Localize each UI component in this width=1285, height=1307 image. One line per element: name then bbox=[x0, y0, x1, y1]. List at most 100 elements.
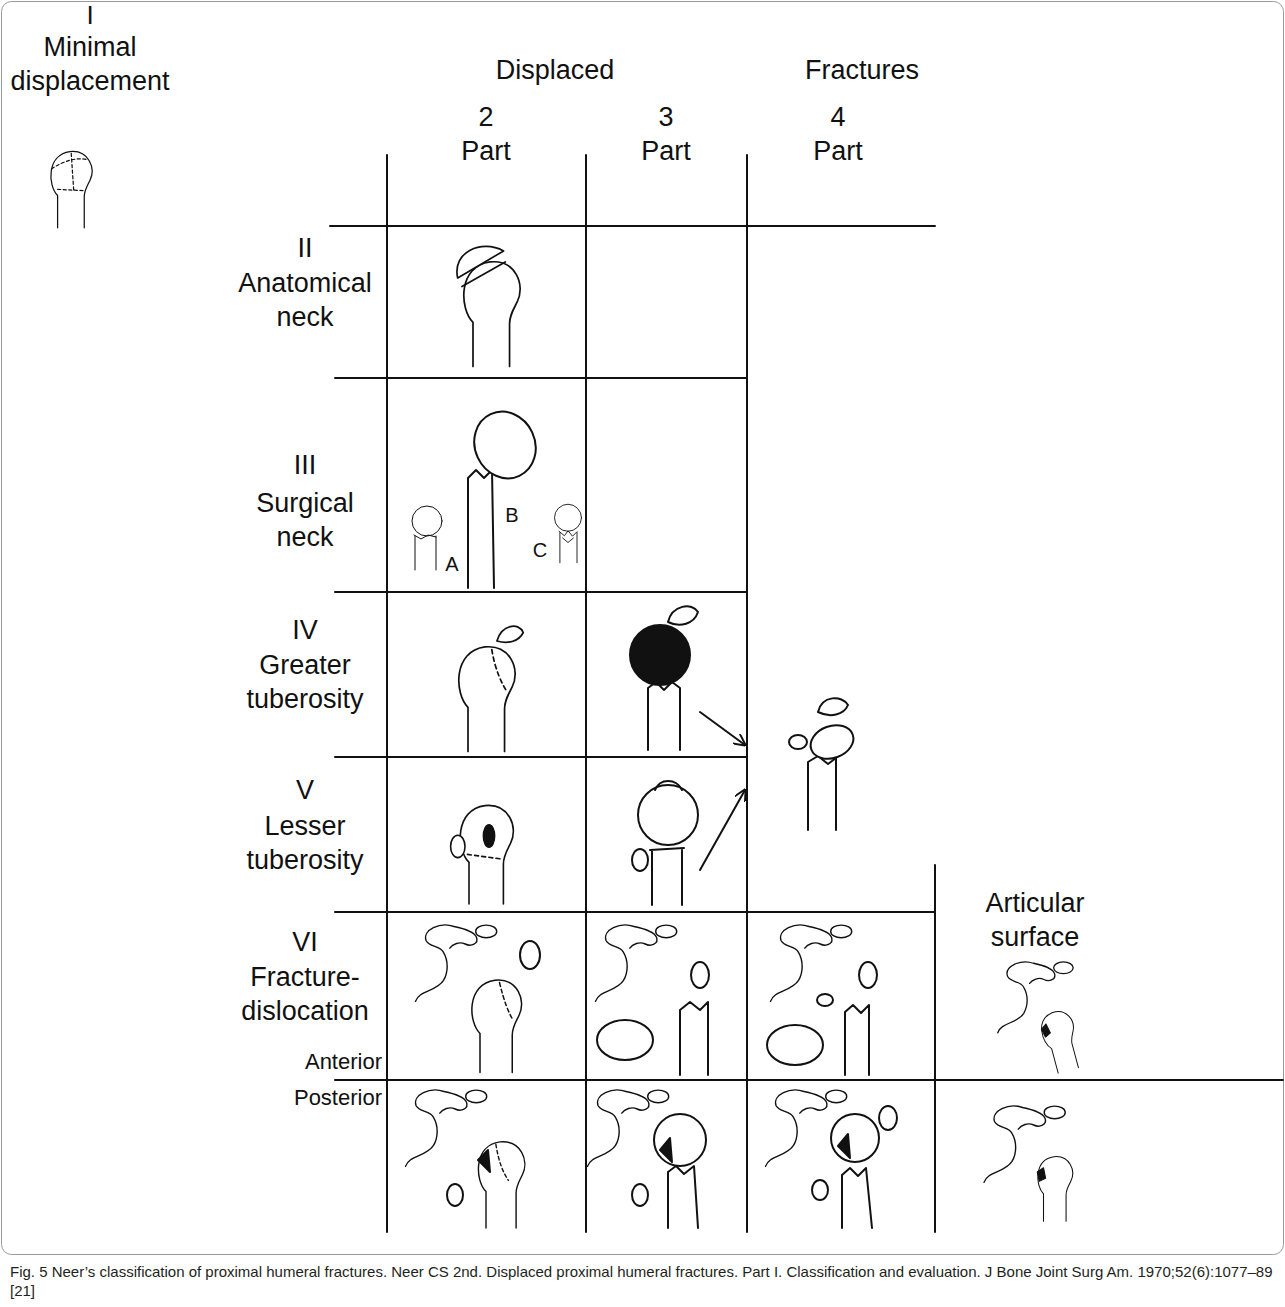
dislocation-sketch bbox=[771, 925, 852, 1001]
dislocation-sketch bbox=[859, 962, 877, 988]
variant-letter: A bbox=[440, 552, 464, 576]
label-slot: Surgical neck bbox=[230, 486, 380, 554]
humerus-sketch bbox=[459, 647, 515, 752]
category-label: Minimal displacement bbox=[0, 30, 180, 98]
humerus-sketch bbox=[412, 506, 442, 536]
roman-numeral: I bbox=[60, 0, 120, 30]
row-label: Surgical neck bbox=[230, 486, 380, 554]
dislocation-sketch bbox=[447, 1184, 463, 1206]
humerus-sketch bbox=[459, 626, 523, 751]
dislocation-sketch bbox=[767, 1025, 823, 1065]
articular-sketch bbox=[998, 962, 1085, 1075]
label-slot: IV bbox=[225, 613, 385, 647]
roman-numeral: IV bbox=[225, 613, 385, 647]
humerus-sketch bbox=[497, 626, 523, 642]
humerus-sketch bbox=[648, 682, 680, 750]
view-label: Anterior bbox=[242, 1049, 382, 1075]
dislocation-sketch bbox=[831, 1114, 879, 1162]
dislocation-sketch bbox=[588, 1090, 707, 1228]
label-slot: 2 Part bbox=[456, 100, 516, 168]
humerus-sketch bbox=[460, 805, 513, 904]
articular-sketch bbox=[1038, 1008, 1085, 1074]
dislocation-sketch bbox=[596, 925, 710, 1075]
articular-sketch bbox=[1038, 1008, 1085, 1074]
dislocation-sketch bbox=[845, 1005, 869, 1075]
dislocation-sketch bbox=[660, 1138, 672, 1162]
dislocation-sketch bbox=[817, 994, 833, 1006]
dislocation-sketch bbox=[596, 925, 677, 1001]
humerus-sketch bbox=[451, 835, 465, 857]
dislocation-sketch bbox=[632, 1184, 648, 1206]
column-header: 2 Part bbox=[456, 100, 516, 168]
dislocation-sketch bbox=[691, 962, 709, 988]
label-slot: Lesser tuberosity bbox=[220, 809, 390, 877]
dislocation-sketch bbox=[472, 980, 522, 1072]
roman-numeral: VI bbox=[225, 925, 385, 959]
label-slot: Articular surface bbox=[945, 886, 1125, 954]
humerus-sketch bbox=[457, 246, 520, 366]
humerus-sketch bbox=[464, 262, 520, 367]
articular-sketch bbox=[1037, 1157, 1072, 1222]
dislocation-sketch bbox=[879, 1106, 897, 1130]
humerus-sketch bbox=[492, 650, 507, 693]
humerus-sketch bbox=[806, 719, 858, 764]
column-header: 4 Part bbox=[808, 100, 868, 168]
dislocation-sketch bbox=[520, 941, 540, 969]
label-slot: Fractures bbox=[752, 53, 972, 87]
label-slot: III bbox=[225, 448, 385, 482]
column-header: 3 Part bbox=[636, 100, 696, 168]
label-slot: Posterior bbox=[242, 1085, 382, 1111]
humerus-sketch bbox=[414, 535, 436, 570]
label-slot: Minimal displacement bbox=[0, 30, 180, 98]
humerus-sketch bbox=[789, 735, 807, 749]
label-slot: C bbox=[528, 538, 552, 562]
variant-letter: C bbox=[528, 538, 552, 562]
dislocation-sketch bbox=[416, 925, 541, 1072]
humerus-sketch bbox=[668, 606, 698, 624]
group-header: Displaced bbox=[445, 53, 665, 87]
dislocation-sketch bbox=[478, 1142, 524, 1228]
dislocation-sketch bbox=[406, 1090, 525, 1228]
figure-frame bbox=[2, 2, 1284, 1255]
label-slot: Fracture-dislocation bbox=[220, 960, 390, 1028]
row-label: Fracture-dislocation bbox=[220, 960, 390, 1028]
humerus-sketch bbox=[818, 698, 848, 715]
view-label: Posterior bbox=[242, 1085, 382, 1111]
dislocation-sketch bbox=[496, 1144, 509, 1180]
label-slot: I bbox=[60, 0, 120, 30]
label-slot: B bbox=[500, 503, 524, 527]
label-slot: A bbox=[440, 552, 464, 576]
dislocation-sketch bbox=[654, 1114, 706, 1166]
humerus-sketch bbox=[463, 402, 546, 489]
humerus-sketch bbox=[632, 781, 698, 905]
illustration bbox=[51, 151, 1283, 1232]
humerus-sketch bbox=[650, 848, 684, 905]
label-slot: 4 Part bbox=[808, 100, 868, 168]
humerus-sketch bbox=[451, 805, 514, 904]
roman-numeral: V bbox=[225, 773, 385, 807]
dislocation-sketch bbox=[416, 925, 497, 1001]
dislocation-sketch bbox=[478, 1150, 490, 1172]
humerus-sketch bbox=[555, 504, 582, 531]
dislocation-sketch bbox=[406, 1090, 487, 1166]
humerus-sketch bbox=[468, 470, 494, 588]
dislocation-sketch bbox=[767, 925, 877, 1075]
label-slot: Greater tuberosity bbox=[220, 648, 390, 716]
roman-numeral: II bbox=[225, 231, 385, 265]
label-slot: V bbox=[225, 773, 385, 807]
humerus-sketch bbox=[51, 151, 92, 227]
humerus-sketch bbox=[630, 606, 698, 750]
table-grid bbox=[330, 155, 1283, 1232]
articular-sketch bbox=[998, 962, 1073, 1033]
label-slot: Anatomical neck bbox=[215, 266, 395, 334]
humerus-sketch bbox=[632, 849, 648, 871]
dislocation-sketch bbox=[680, 1002, 708, 1075]
articular-sketch bbox=[984, 1106, 1073, 1221]
row-label: Greater tuberosity bbox=[220, 648, 390, 716]
dislocation-sketch bbox=[472, 980, 522, 1072]
label-slot: II bbox=[225, 231, 385, 265]
humerus-sketch bbox=[483, 825, 494, 847]
arrow-line bbox=[700, 712, 745, 745]
